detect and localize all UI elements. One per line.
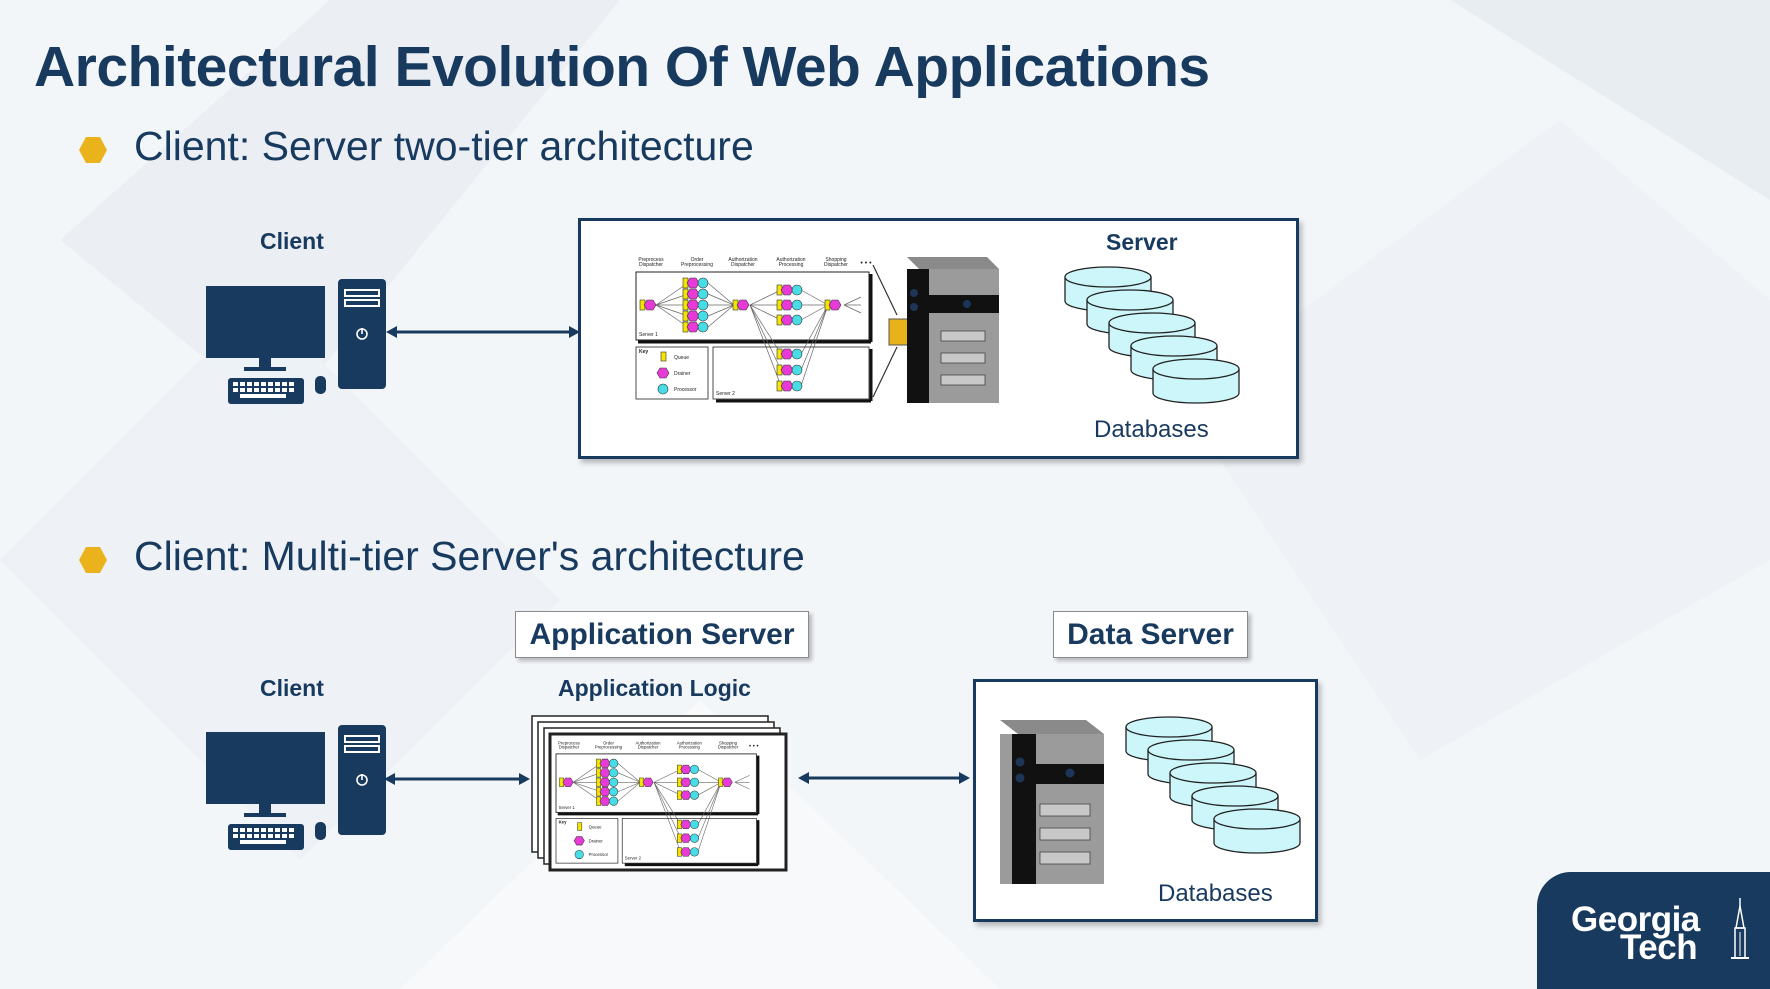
- svg-text:Dispatcher: Dispatcher: [731, 262, 755, 268]
- svg-text:Server 2: Server 2: [716, 391, 735, 397]
- svg-text:Key: Key: [639, 349, 648, 355]
- node-column: [682, 277, 709, 333]
- client-label: Client: [260, 675, 324, 701]
- svg-text:Authorization: Authorization: [677, 740, 703, 745]
- svg-text:Processor: Processor: [674, 387, 697, 393]
- bidirectional-arrow-icon: [798, 772, 970, 784]
- georgia-tech-logo: Georgia Tech: [1537, 872, 1770, 989]
- svg-text:Server 2: Server 2: [625, 856, 642, 861]
- svg-text:• • •: • • •: [860, 260, 872, 267]
- svg-text:Key: Key: [559, 820, 567, 825]
- svg-text:Preprocess: Preprocess: [558, 740, 580, 745]
- server-rack-icon: [1000, 720, 1104, 884]
- svg-text:Dispatcher: Dispatcher: [559, 745, 580, 750]
- databases-label: Databases: [1158, 880, 1273, 907]
- bullet-multi-tier: Client: Multi-tier Server's architecture: [134, 533, 805, 579]
- databases-label: Databases: [1094, 416, 1209, 443]
- client-computer-icon: [206, 725, 386, 850]
- svg-text:Server 1: Server 1: [639, 332, 658, 338]
- svg-text:Authorization: Authorization: [776, 257, 805, 263]
- bullet-two-tier: Client: Server two-tier architecture: [134, 123, 754, 169]
- bullet-hexagon-icon: [79, 137, 107, 163]
- slide-title: Architectural Evolution Of Web Applicati…: [34, 35, 1210, 99]
- svg-text:• • •: • • •: [749, 744, 759, 750]
- logo-text-line1: Georgia: [1571, 900, 1700, 939]
- tower-icon: [1731, 898, 1749, 959]
- svg-text:Dispatcher: Dispatcher: [638, 745, 659, 750]
- svg-text:Authorization: Authorization: [635, 740, 661, 745]
- application-logic-label: Application Logic: [558, 675, 751, 701]
- svg-text:Drainer: Drainer: [589, 838, 604, 843]
- database-stack-icon: [1125, 716, 1301, 854]
- svg-text:Processing: Processing: [779, 262, 804, 268]
- bidirectional-arrow-icon: [384, 773, 530, 785]
- svg-text:Authorization: Authorization: [728, 257, 757, 263]
- bidirectional-arrow-icon: [386, 326, 580, 338]
- bullet-hexagon-icon: [79, 547, 107, 573]
- database-stack-icon: [1064, 266, 1240, 404]
- svg-text:Drainer: Drainer: [674, 371, 691, 377]
- svg-text:Queue: Queue: [589, 825, 603, 830]
- application-server-label: Application Server: [515, 611, 809, 658]
- server-rack-icon: [872, 257, 999, 403]
- server-label: Server: [1106, 229, 1178, 255]
- data-server-label: Data Server: [1053, 611, 1248, 658]
- svg-text:Order: Order: [603, 740, 615, 745]
- svg-text:Order: Order: [691, 257, 704, 263]
- svg-text:Dispatcher: Dispatcher: [639, 262, 663, 268]
- logo-text-line2: Tech: [1620, 928, 1698, 967]
- svg-text:Preprocessing: Preprocessing: [681, 262, 713, 268]
- svg-text:Queue: Queue: [674, 355, 689, 361]
- client-computer-icon: [206, 279, 386, 404]
- client-label: Client: [260, 228, 324, 254]
- stage-label: Preprocess: [638, 257, 664, 263]
- svg-text:Dispatcher: Dispatcher: [824, 262, 848, 268]
- svg-text:Shopping: Shopping: [825, 257, 846, 263]
- svg-text:Dispatcher: Dispatcher: [718, 745, 739, 750]
- svg-text:Processing: Processing: [679, 745, 701, 750]
- svg-text:Preprocessing: Preprocessing: [595, 745, 623, 750]
- svg-text:Server 1: Server 1: [559, 805, 576, 810]
- data-server-box: Databases: [973, 679, 1318, 922]
- svg-text:Shopping: Shopping: [719, 740, 738, 745]
- svg-text:Processor: Processor: [589, 852, 609, 857]
